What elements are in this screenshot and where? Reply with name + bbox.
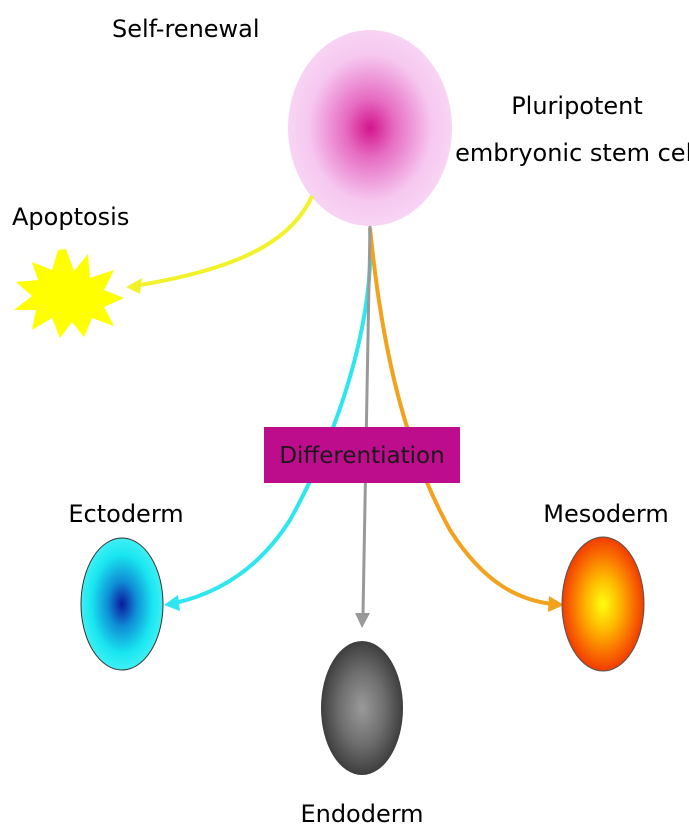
endoderm-arrowhead (355, 613, 370, 628)
endoderm-cell (321, 641, 403, 775)
mesoderm-label: Mesoderm (543, 500, 668, 528)
ectoderm-label: Ectoderm (68, 500, 183, 528)
mesoderm-arrow (370, 228, 552, 604)
endoderm-arrow (363, 226, 370, 614)
stem-cell-label-line1: Pluripotent (511, 92, 643, 120)
stem-cell-label-line2: embryonic stem cell (455, 139, 689, 167)
apoptosis-arrowhead (126, 278, 142, 294)
mesoderm-cell (562, 537, 644, 671)
ectoderm-cell (81, 538, 163, 670)
ectoderm-arrow (175, 228, 370, 603)
apoptosis-label: Apoptosis (12, 203, 129, 231)
apoptosis-arrow (140, 196, 312, 285)
differentiation-label: Differentiation (279, 443, 444, 469)
apoptosis-burst (14, 249, 124, 338)
endoderm-label: Endoderm (300, 800, 423, 828)
self-renewal-label: Self-renewal (112, 15, 260, 43)
ectoderm-arrowhead (164, 595, 180, 611)
